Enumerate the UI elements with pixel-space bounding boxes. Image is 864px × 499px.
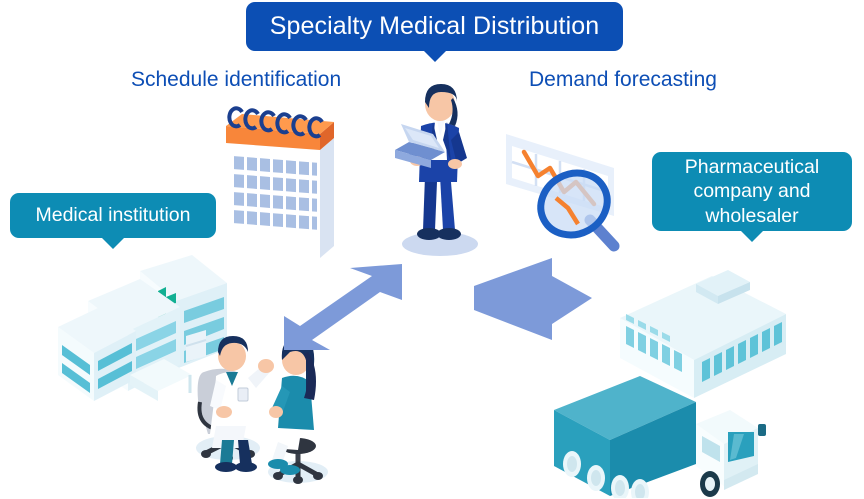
pharmaceutical-company-label: Pharmaceutical company and wholesaler [652, 152, 852, 242]
schedule-identification-heading: Schedule identification [131, 68, 342, 91]
pharmaceutical-company-label-tail [741, 231, 763, 242]
medical-institution-label-tail [102, 238, 124, 249]
doctor-patient-illustration [186, 330, 328, 484]
businesswoman-illustration [395, 84, 478, 256]
medical-institution-text: Medical institution [35, 204, 191, 227]
title-banner: Specialty Medical Distribution [246, 2, 623, 62]
hospital-illustration [58, 255, 227, 401]
pharma-line-3: wholesaler [705, 204, 799, 227]
pharma-line-1: Pharmaceutical [684, 155, 820, 178]
chart-magnifier-illustration [506, 134, 620, 252]
arrow-right [474, 258, 592, 340]
pharma-line-2: company and [693, 180, 811, 203]
medical-institution-label: Medical institution [10, 193, 216, 249]
truck-illustration [554, 376, 766, 498]
double-arrow-left [284, 264, 402, 350]
warehouse-illustration [620, 270, 786, 398]
calendar-illustration [226, 106, 334, 258]
title-text: Specialty Medical Distribution [269, 11, 600, 40]
demand-forecasting-heading: Demand forecasting [529, 68, 717, 91]
title-banner-tail [423, 51, 446, 62]
